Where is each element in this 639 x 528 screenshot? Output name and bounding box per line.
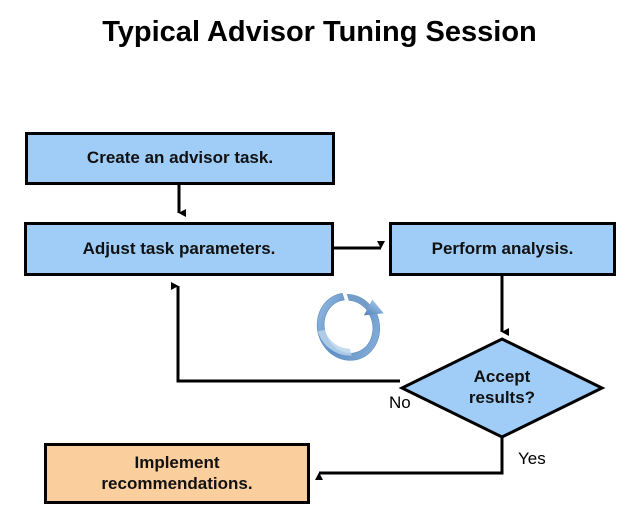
edge-label-no: No: [389, 393, 411, 412]
node-create-advisor-task[interactable]: [25, 132, 335, 185]
node-accept-results-decision[interactable]: [398, 337, 606, 439]
node-implement-recommendations[interactable]: [44, 443, 310, 504]
connector-decision-no-to-adjust: [171, 282, 400, 383]
connector-decision-yes-to-implement: [315, 438, 504, 480]
node-adjust-task-parameters[interactable]: [24, 222, 334, 276]
circular-loop-arrow-icon: [316, 292, 384, 361]
node-perform-analysis[interactable]: [389, 222, 616, 276]
page-title: Typical Advisor Tuning Session: [102, 16, 537, 48]
edge-label-yes: Yes: [518, 449, 546, 468]
